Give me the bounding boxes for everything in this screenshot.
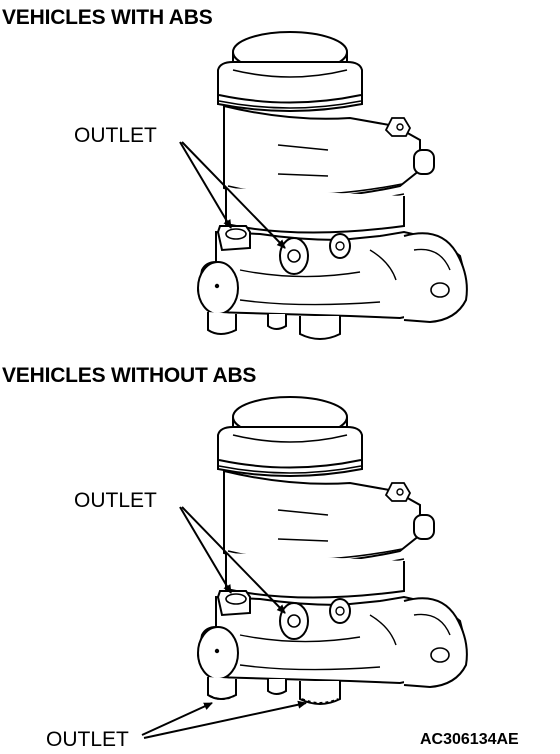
bottom-outlet-port-2 — [301, 698, 339, 704]
heading-vehicles-without-abs: VEHICLES WITHOUT ABS — [2, 364, 257, 387]
master-cylinder-with-abs — [197, 31, 468, 340]
outlet-label-without-abs: OUTLET — [74, 489, 157, 512]
outlet-label-with-abs: OUTLET — [74, 124, 157, 147]
outlet-label-bottom: OUTLET — [46, 728, 129, 751]
heading-vehicles-with-abs: VEHICLES WITH ABS — [2, 6, 213, 29]
outlet-arrow-1-without-abs — [179, 506, 232, 594]
outlet-arrow-1-with-abs — [179, 141, 232, 229]
figure-code: AC306134AE — [420, 731, 519, 748]
bottom-outlet-arrow-1 — [141, 702, 213, 736]
bottom-outlet-port-1 — [209, 695, 235, 700]
outlet-arrow-2-with-abs — [181, 141, 286, 249]
outlet-arrow-2-without-abs — [181, 506, 286, 614]
master-cylinder-without-abs — [197, 396, 468, 705]
bottom-outlet-arrow-2 — [143, 700, 307, 739]
